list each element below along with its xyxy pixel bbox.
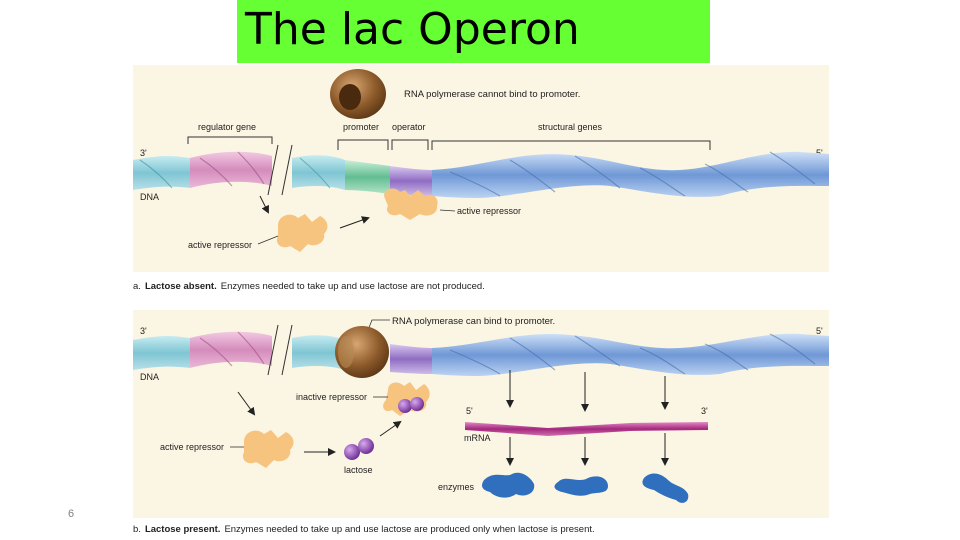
slide-number: 6: [68, 508, 74, 520]
polymerase-note-b: RNA polymerase can bind to promoter.: [392, 316, 555, 327]
lactose-icon: [358, 438, 374, 454]
mrna-label: mRNA: [464, 433, 491, 443]
structural-genes-label: structural genes: [538, 122, 603, 132]
active-repressor-label: active repressor: [160, 442, 224, 452]
operator-label: operator: [392, 122, 426, 132]
strand-end-b: 5': [816, 326, 823, 336]
rna-polymerase-icon: [330, 69, 386, 119]
dna-label-b: DNA: [140, 372, 159, 382]
dna-label-a: DNA: [140, 192, 159, 202]
strand-start-a: 3': [140, 148, 147, 158]
mrna-5-label: 5': [466, 406, 473, 416]
regulator-gene-label: regulator gene: [198, 122, 256, 132]
active-repressor-free-label: active repressor: [188, 240, 252, 250]
mrna-3-label: 3': [701, 406, 708, 416]
active-repressor-bound-label: active repressor: [457, 206, 521, 216]
panel-b: 3' 5' RNA polymerase can bind to promote…: [133, 310, 829, 535]
lactose-icon: [410, 397, 424, 411]
polymerase-note: RNA polymerase cannot bind to promoter.: [404, 89, 580, 100]
panel-a: RNA polymerase cannot bind to promoter. …: [133, 65, 829, 292]
lactose-icon: [344, 444, 360, 460]
lactose-icon: [398, 399, 412, 413]
enzymes-label: enzymes: [438, 482, 475, 492]
strand-start-b: 3': [140, 326, 147, 336]
lactose-label: lactose: [344, 465, 373, 475]
caption-a: a.Lactose absent.Enzymes needed to take …: [133, 281, 485, 292]
promoter-label: promoter: [343, 122, 379, 132]
inactive-repressor-label: inactive repressor: [296, 392, 367, 402]
caption-b: b.Lactose present.Enzymes needed to take…: [133, 524, 595, 535]
rna-polymerase-bound-icon: [335, 326, 389, 378]
